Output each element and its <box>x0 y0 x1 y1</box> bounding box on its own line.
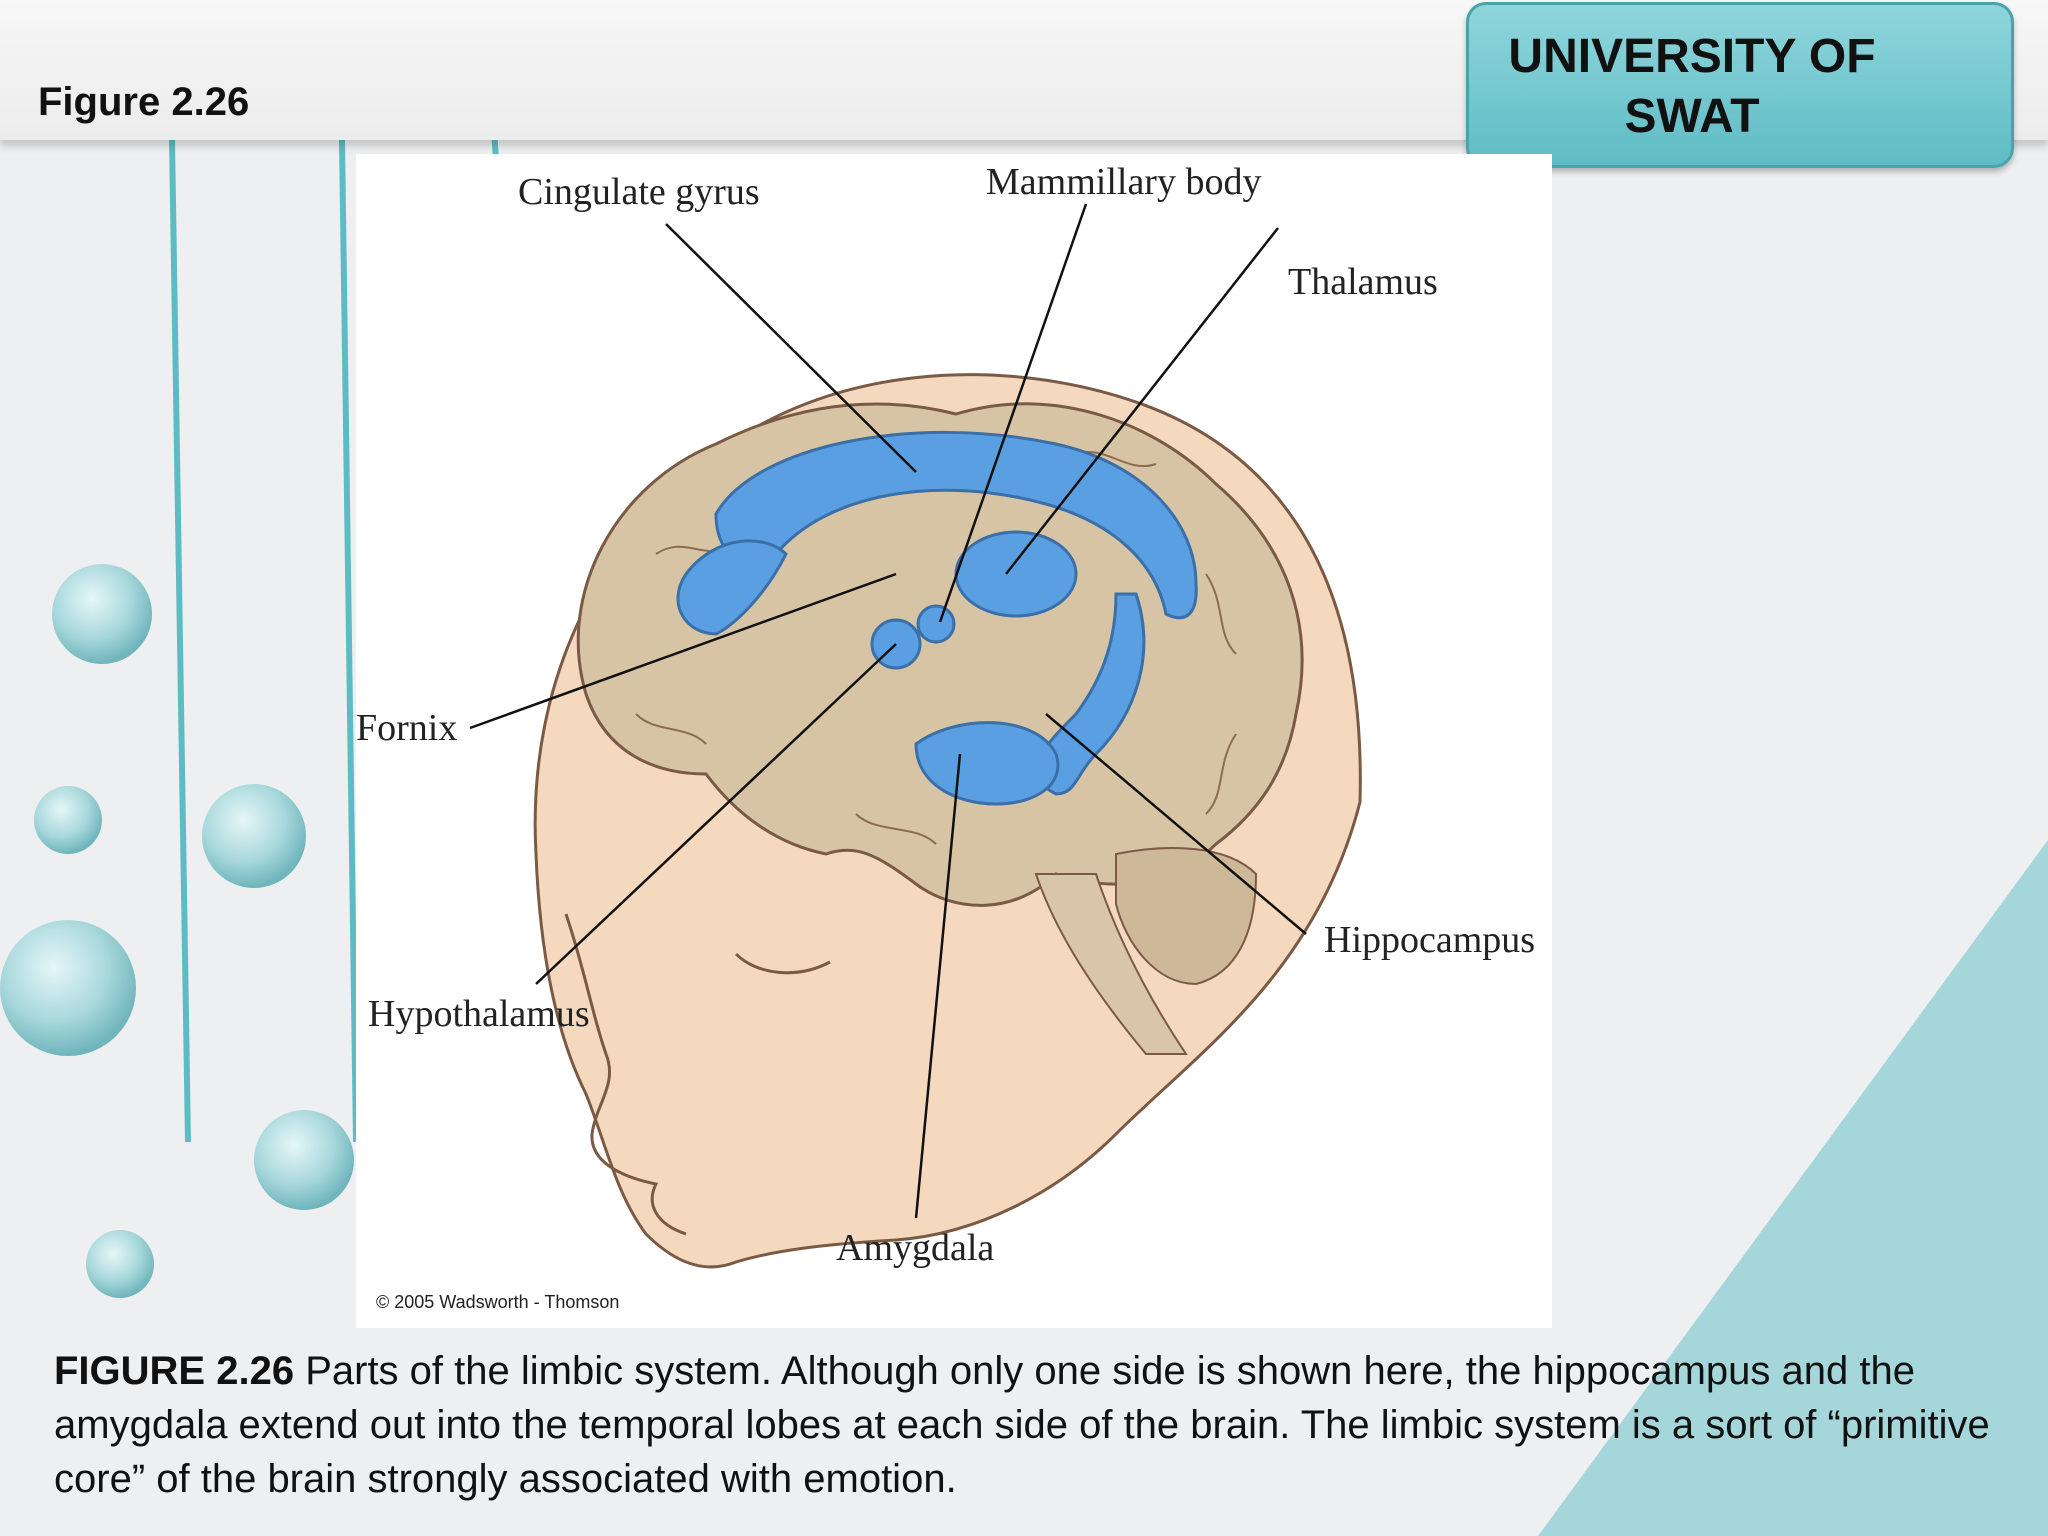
caption-lead: FIGURE 2.26 <box>54 1349 295 1393</box>
brainstem <box>1034 873 1188 1055</box>
label-hippocampus: Hippocampus <box>1324 919 1535 961</box>
fornix-structure <box>676 539 788 636</box>
cingulate-gyrus-structure <box>714 430 1198 620</box>
label-amygdala: Amygdala <box>836 1227 994 1269</box>
label-hypothalamus: Hypothalamus <box>368 993 590 1035</box>
hippocampus-structure <box>1035 592 1146 796</box>
caption-text: Parts of the limbic system. Although onl… <box>54 1349 1990 1501</box>
cerebellum <box>1115 847 1258 986</box>
diagram-illustration: Cingulate gyrus Mammillary body Thalamus… <box>356 161 1535 1312</box>
label-fornix: Fornix <box>356 707 457 749</box>
teal-corner-shape <box>1538 840 2048 1536</box>
amygdala-structure <box>914 721 1060 806</box>
university-name-line2: SWAT <box>1624 90 1760 143</box>
copyright-notice: © 2005 Wadsworth - Thomson <box>376 1292 619 1312</box>
face-profile <box>564 913 687 1236</box>
label-mammillary-body: Mammillary body <box>986 161 1261 203</box>
decorative-bubbles <box>0 564 354 1298</box>
label-thalamus: Thalamus <box>1288 261 1438 303</box>
closed-eye <box>734 952 831 975</box>
figure-caption: FIGURE 2.26 Parts of the limbic system. … <box>54 1344 2014 1506</box>
leader-lines <box>469 203 1307 1219</box>
figure-label: Figure 2.26 <box>38 80 250 124</box>
mammillary-body-structure <box>916 604 956 644</box>
university-badge: UNIVERSITY OF SWAT <box>1466 2 2014 168</box>
university-name-line1: UNIVERSITY OF <box>1508 30 1876 83</box>
label-cingulate-gyrus: Cingulate gyrus <box>518 171 760 213</box>
limbic-system-diagram: Cingulate gyrus Mammillary body Thalamus… <box>356 154 1552 1328</box>
thalamus-structure <box>954 530 1078 618</box>
